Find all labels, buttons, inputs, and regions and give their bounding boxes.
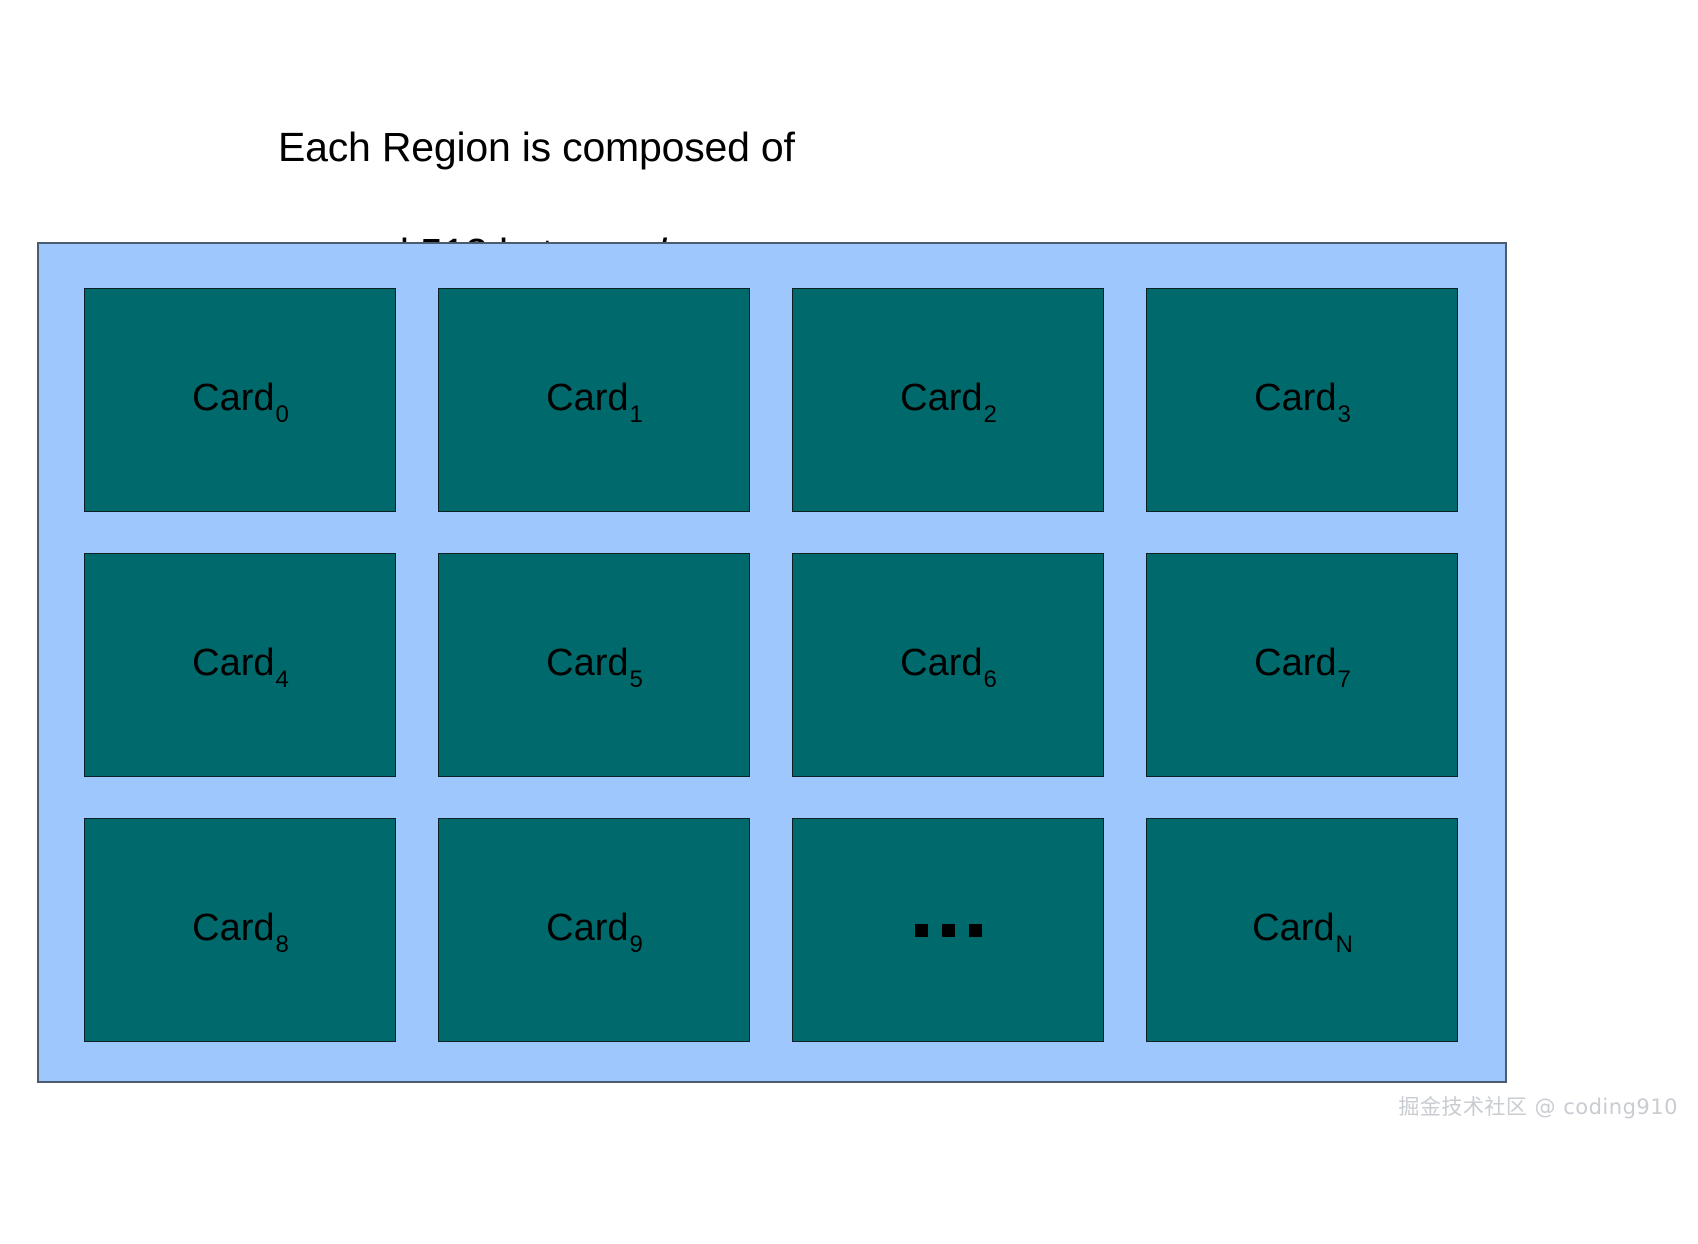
card-label: Card2 — [900, 376, 997, 428]
card-label-subscript: 8 — [275, 930, 289, 958]
card-label: Card9 — [546, 906, 643, 958]
card-label-base: Card — [900, 376, 983, 419]
card-cell[interactable]: Card2 — [792, 288, 1104, 512]
ellipsis-dot — [914, 923, 928, 937]
card-cell[interactable]: Card0 — [84, 288, 396, 512]
card-label-subscript: 0 — [275, 400, 289, 428]
card-label-subscript: 9 — [629, 930, 643, 958]
card-label-base: Card — [1252, 906, 1335, 949]
ellipsis-icon — [914, 923, 982, 937]
card-cell[interactable]: Card6 — [792, 553, 1104, 777]
card-cell[interactable]: Card3 — [1146, 288, 1458, 512]
card-label: Card7 — [1254, 641, 1351, 693]
card-label-subscript: 7 — [1337, 665, 1351, 693]
card-label-subscript: 4 — [275, 665, 289, 693]
title-line-1: Each Region is composed of — [278, 124, 795, 170]
card-label: CardN — [1252, 906, 1353, 958]
card-label-base: Card — [546, 906, 629, 949]
watermark: 掘金技术社区 @ coding910 — [1398, 1095, 1678, 1119]
card-cell[interactable]: Card9 — [438, 818, 750, 1042]
card-label-base: Card — [192, 641, 275, 684]
card-label: Card4 — [192, 641, 289, 693]
card-label-base: Card — [546, 641, 629, 684]
ellipsis-dot — [968, 923, 982, 937]
card-cell-ellipsis[interactable] — [792, 818, 1104, 1042]
ellipsis-dot — [941, 923, 955, 937]
card-cell[interactable]: CardN — [1146, 818, 1458, 1042]
card-label-base: Card — [1254, 376, 1337, 419]
card-label: Card8 — [192, 906, 289, 958]
card-label-base: Card — [192, 906, 275, 949]
card-cell[interactable]: Card8 — [84, 818, 396, 1042]
card-label: Card1 — [546, 376, 643, 428]
card-label-subscript: 6 — [983, 665, 997, 693]
card-label: Card3 — [1254, 376, 1351, 428]
card-label-base: Card — [900, 641, 983, 684]
card-label: Card0 — [192, 376, 289, 428]
card-label-subscript: 1 — [629, 400, 643, 428]
card-label-subscript: 2 — [983, 400, 997, 428]
card-label-base: Card — [192, 376, 275, 419]
card-label-subscript: N — [1335, 930, 1353, 958]
card-label: Card5 — [546, 641, 643, 693]
card-label-base: Card — [1254, 641, 1337, 684]
card-cell[interactable]: Card4 — [84, 553, 396, 777]
card-label-subscript: 3 — [1337, 400, 1351, 428]
card-label: Card6 — [900, 641, 997, 693]
card-cell[interactable]: Card5 — [438, 553, 750, 777]
card-label-base: Card — [546, 376, 629, 419]
card-cell[interactable]: Card7 — [1146, 553, 1458, 777]
card-label-subscript: 5 — [629, 665, 643, 693]
card-cell[interactable]: Card1 — [438, 288, 750, 512]
